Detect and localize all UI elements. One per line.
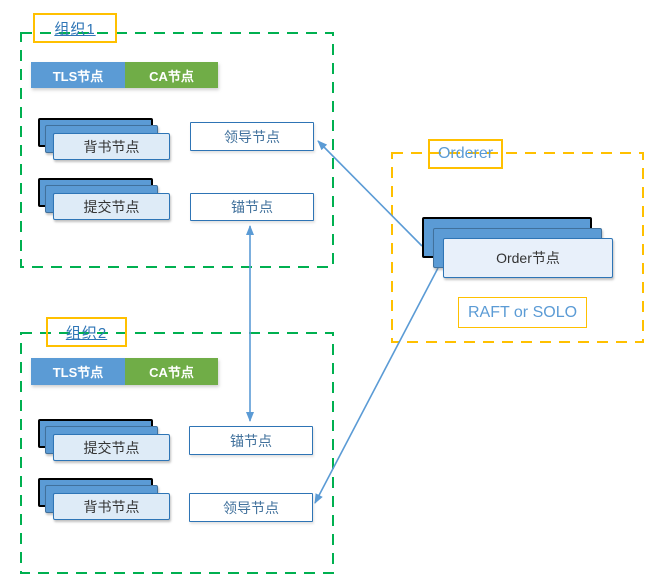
orderer-dashed-border bbox=[391, 152, 644, 343]
org2-leader-node-box: 领导节点 bbox=[189, 493, 313, 522]
org2-endorser-node-label: 背书节点 bbox=[53, 493, 170, 520]
arrow-orderer-to-org1-leader bbox=[317, 140, 423, 247]
order-node-label: Order节点 bbox=[443, 238, 613, 278]
org1-anchor-node-label: 锚节点 bbox=[231, 199, 273, 215]
org2-commit-node-stack: 提交节点 bbox=[38, 419, 172, 463]
orderer-label-tag: Orderer bbox=[428, 139, 503, 169]
consensus-label: RAFT or SOLO bbox=[467, 303, 578, 321]
org2-tls-ca-bar: TLS节点 CA节点 bbox=[31, 358, 218, 385]
org1-label: 组织1 bbox=[54, 20, 96, 38]
arrow-orderer-to-org2-leader bbox=[314, 267, 439, 504]
org1-anchor-node-box: 锚节点 bbox=[190, 193, 314, 221]
org2-label-tag: 组织2 bbox=[46, 317, 127, 347]
org1-tls-node-badge: TLS节点 bbox=[31, 62, 125, 88]
org1-label-tag: 组织1 bbox=[33, 13, 117, 43]
org1-tls-ca-bar: TLS节点 CA节点 bbox=[31, 62, 218, 88]
org2-commit-node-label: 提交节点 bbox=[53, 434, 170, 461]
org2-anchor-node-label: 锚节点 bbox=[230, 432, 272, 449]
org1-leader-node-label: 领导节点 bbox=[224, 128, 280, 145]
orderer-label: Orderer bbox=[437, 145, 494, 162]
org2-ca-node-badge: CA节点 bbox=[125, 358, 218, 385]
org1-commit-node-stack: 提交节点 bbox=[38, 178, 172, 222]
consensus-box: RAFT or SOLO bbox=[458, 297, 587, 328]
org2-tls-node-badge: TLS节点 bbox=[31, 358, 125, 385]
org1-endorser-node-label: 背书节点 bbox=[53, 133, 170, 160]
org2-endorser-node-stack: 背书节点 bbox=[38, 478, 172, 522]
order-node-stack: Order节点 bbox=[422, 217, 615, 280]
org2-dashed-border bbox=[20, 332, 334, 574]
org1-endorser-node-stack: 背书节点 bbox=[38, 118, 172, 162]
org1-dashed-border bbox=[20, 32, 334, 268]
org1-leader-node-box: 领导节点 bbox=[190, 122, 314, 151]
org2-anchor-node-box: 锚节点 bbox=[189, 426, 313, 455]
org2-label: 组织2 bbox=[65, 324, 108, 342]
org1-ca-node-badge: CA节点 bbox=[125, 62, 218, 88]
org1-commit-node-label: 提交节点 bbox=[53, 193, 170, 220]
org2-leader-node-label: 领导节点 bbox=[223, 499, 279, 516]
